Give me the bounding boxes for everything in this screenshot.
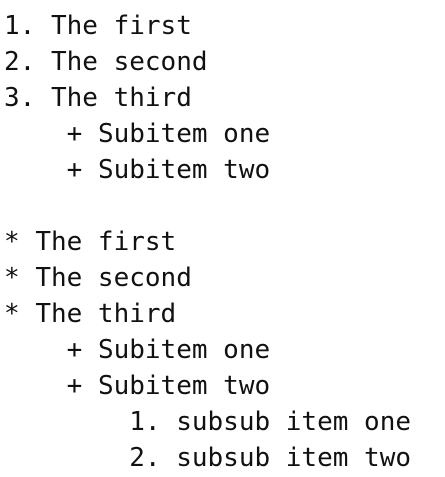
subsub-list-item: 1. subsub item one: [4, 404, 445, 440]
ordered-list-item: 2. The second: [4, 44, 445, 80]
list-marker: *: [4, 263, 20, 293]
sub-list-item: + Subitem two: [4, 368, 445, 404]
list-item-text: The second: [35, 263, 192, 293]
list-item-text: The third: [50, 83, 192, 113]
list-marker: 2.: [129, 443, 161, 473]
sub-list-item: + Subitem one: [4, 332, 445, 368]
list-item-text: Subitem two: [97, 371, 271, 401]
list-item-text: Subitem two: [97, 155, 271, 185]
bullet-list-item: * The second: [4, 260, 445, 296]
list-item-text: Subitem one: [97, 335, 271, 365]
bullet-list-item: * The third: [4, 296, 445, 332]
list-marker: 1.: [4, 11, 36, 41]
list-item-text: Subitem one: [97, 119, 271, 149]
list-marker: 2.: [4, 47, 36, 77]
list-item-text: The first: [35, 227, 177, 257]
list-marker: +: [66, 371, 83, 401]
list-item-text: subsub item one: [176, 407, 412, 437]
list-marker: *: [4, 299, 20, 329]
list-item-text: The second: [50, 47, 208, 77]
list-marker: *: [4, 227, 20, 257]
list-item-text: The third: [35, 299, 177, 329]
bullet-list-item: * The first: [4, 224, 445, 260]
list-item-text: The first: [50, 11, 192, 41]
sub-list-item: + Subitem two: [4, 152, 445, 188]
ordered-list-item: 1. The first: [4, 8, 445, 44]
list-marker: +: [66, 119, 83, 149]
blank-line: [4, 188, 445, 224]
list-item-text: subsub item two: [176, 443, 412, 473]
sub-list-item: + Subitem one: [4, 116, 445, 152]
list-marker: 1.: [129, 407, 161, 437]
list-marker: +: [66, 155, 83, 185]
list-marker: 3.: [4, 83, 36, 113]
ordered-list-item: 3. The third: [4, 80, 445, 116]
subsub-list-item: 2. subsub item two: [4, 440, 445, 476]
list-marker: +: [66, 335, 83, 365]
